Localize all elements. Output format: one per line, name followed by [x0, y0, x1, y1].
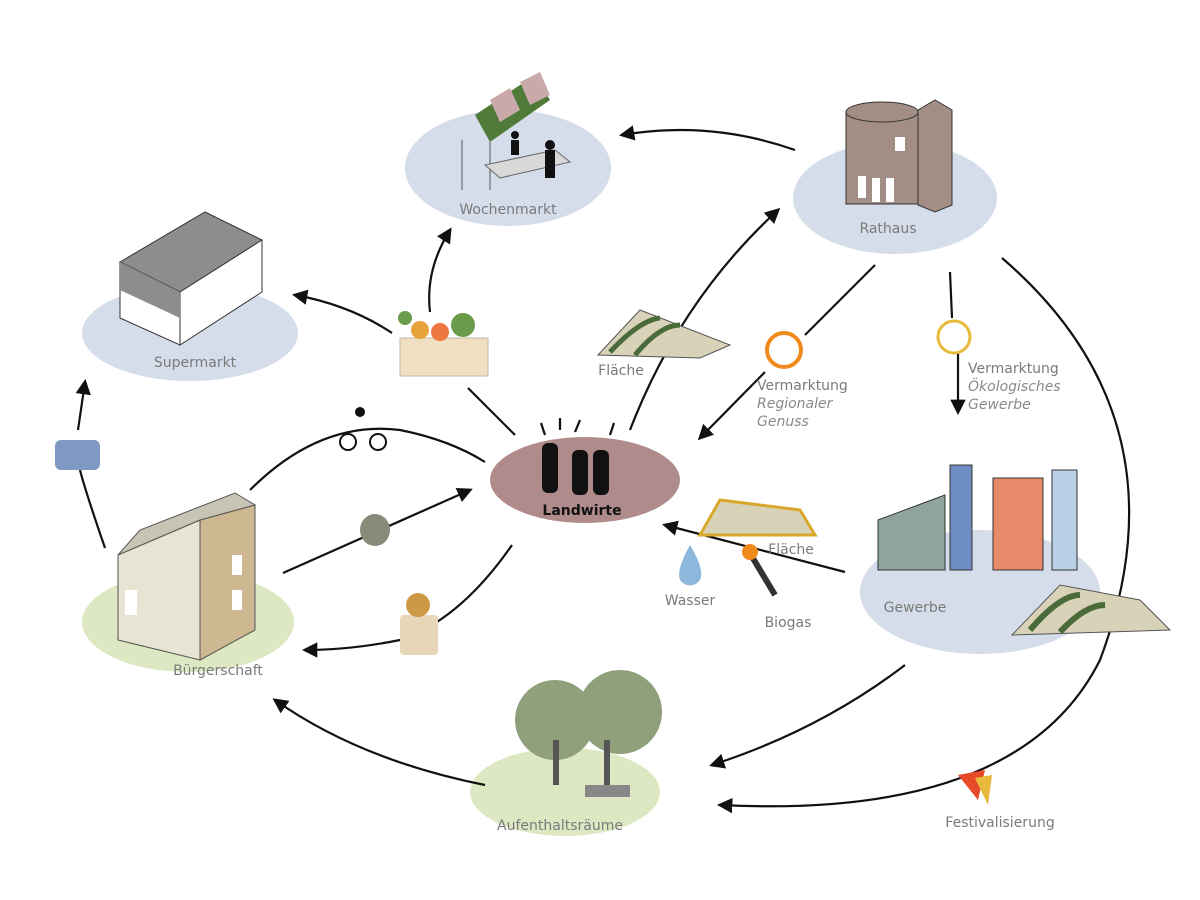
torch-icon [742, 544, 778, 597]
biogas-label: Biogas [765, 615, 812, 631]
aufenthalt-area [470, 748, 660, 836]
farmers-silhouette-icon [542, 443, 609, 495]
vermarktung-regional-line2: Regionaler [757, 396, 834, 412]
landwirte-label: Landwirte [542, 503, 621, 519]
buergerschaft-label: Bürgerschaft [173, 663, 263, 679]
field-icon-1 [596, 309, 732, 359]
vermarktung-regional-line3: Genuss [757, 414, 809, 430]
wochenmarkt-label: Wochenmarkt [459, 202, 557, 218]
vermarktung-oeko-line3: Gewerbe [968, 397, 1031, 413]
supermarkt-label: Supermarkt [154, 355, 237, 371]
wasser-label: Wasser [665, 593, 716, 609]
money-bag-icon [360, 514, 390, 546]
flaeche-label-2: Fläche [768, 542, 814, 558]
rathaus-building-icon [845, 99, 953, 213]
bicycle-icon [339, 407, 387, 451]
rathaus-label: Rathaus [859, 221, 916, 237]
vermarktung-oeko-line2: Ökologisches [968, 377, 1061, 395]
supermarkt-building-icon [118, 211, 264, 346]
aufenthaltsraeume-label: Aufenthaltsräume [497, 818, 623, 834]
market-stall-icon [461, 72, 572, 190]
oeko-gewerbe-badge[interactable] [936, 319, 972, 355]
field-icon-2 [697, 498, 818, 537]
vegetable-crate-icon [398, 311, 489, 377]
gewerbe-label: Gewerbe [884, 600, 947, 616]
food-basket-icon [400, 593, 438, 655]
gewerbe-buildings-icon [877, 464, 1078, 571]
water-drop-icon [679, 545, 702, 586]
house-icon [117, 492, 257, 661]
car-icon [55, 440, 100, 470]
festivalisierung-label: Festivalisierung [945, 815, 1054, 831]
flaeche-label-1: Fläche [598, 363, 644, 379]
field-icon-3 [1010, 584, 1172, 636]
festival-icon [958, 770, 992, 805]
vermarktung-oeko-line1: Vermarktung [968, 361, 1059, 377]
vermarktung-regional-line1: Vermarktung [757, 378, 848, 394]
trees-icon [515, 670, 662, 797]
regional-genuss-badge[interactable] [765, 331, 803, 369]
